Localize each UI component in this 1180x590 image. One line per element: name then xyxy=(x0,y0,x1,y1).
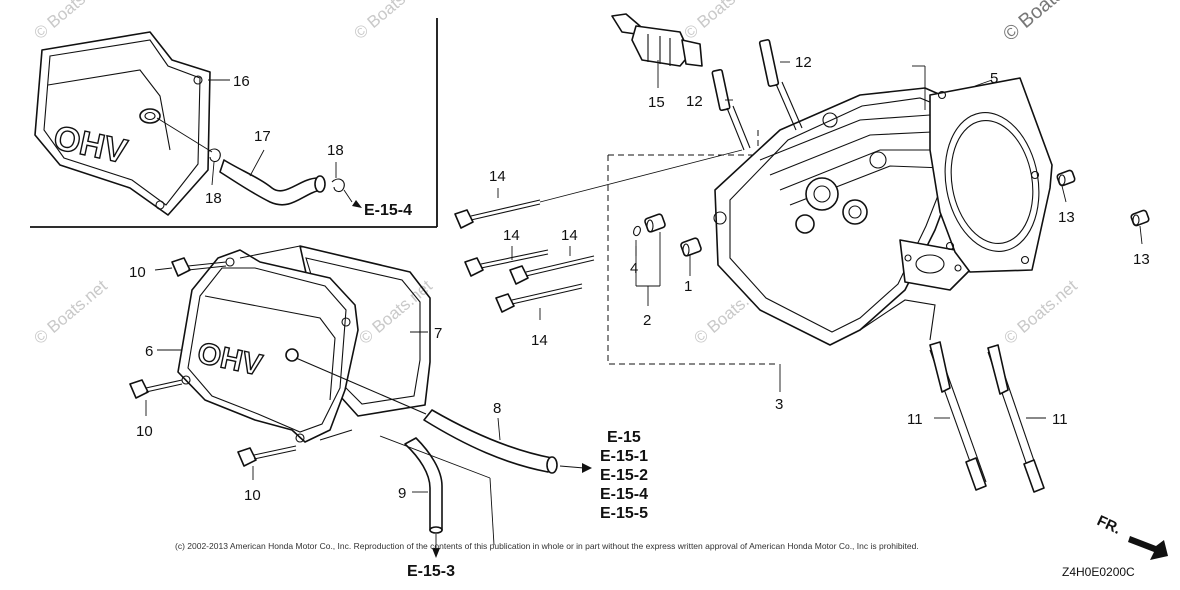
bolt-14-top xyxy=(454,199,541,229)
callout-14: 14 xyxy=(561,227,578,244)
bolt-14-lower xyxy=(495,283,583,313)
callout-16: 16 xyxy=(233,73,250,90)
inset-rocker-cover: OHV xyxy=(34,31,211,216)
spark-plug xyxy=(611,13,703,67)
watermark: © Boats.net xyxy=(1000,276,1081,348)
callout-11: 11 xyxy=(907,411,923,428)
reference-label: E-15-3 xyxy=(407,563,455,580)
reference-label: E-15-5 xyxy=(600,505,648,522)
callout-13: 13 xyxy=(1133,251,1150,268)
callout-7: 7 xyxy=(434,325,442,342)
callout-10: 10 xyxy=(136,423,153,440)
callout-4: 4 xyxy=(630,260,638,277)
front-arrow-label: FR. xyxy=(1094,512,1123,538)
callout-5: 5 xyxy=(990,70,998,87)
watermark: © Boats.net xyxy=(30,0,111,43)
callout-3: 3 xyxy=(775,396,783,413)
stud-11-left xyxy=(929,341,987,491)
callout-17: 17 xyxy=(254,128,271,145)
stud-11-right xyxy=(987,344,1045,493)
bolt-10-bottom xyxy=(237,445,297,467)
watermark: © Boats.net xyxy=(680,0,761,43)
reference-label: E-15-4 xyxy=(364,202,412,219)
callout-11: 11 xyxy=(1052,411,1068,428)
head-gasket xyxy=(929,77,1053,273)
callout-15: 15 xyxy=(648,94,665,111)
watermark: © Boats.net xyxy=(350,0,431,43)
stud-12-left xyxy=(711,68,751,151)
inset-box xyxy=(30,18,438,228)
callout-9: 9 xyxy=(398,485,406,502)
bolt-14-mid-left xyxy=(464,249,549,277)
inset-breather-tube xyxy=(219,159,326,206)
callout-14: 14 xyxy=(489,168,506,185)
bolt-14-mid-right xyxy=(509,255,595,285)
callout-18: 18 xyxy=(205,190,222,207)
leader-lines xyxy=(145,60,1143,493)
rocker-cover: OHV xyxy=(177,249,359,443)
reference-labels: E-15-4 E-15-3 E-15 E-15-1 E-15-2 E-15-4 … xyxy=(364,202,648,580)
ref-arrow-stack xyxy=(559,463,592,473)
clip-4 xyxy=(633,225,641,237)
dowel-pin-2 xyxy=(644,213,666,233)
bolt-10-mid xyxy=(129,379,183,399)
dowel-13-left xyxy=(1056,169,1076,187)
bolt-10-top xyxy=(171,257,227,277)
callout-14: 14 xyxy=(531,332,548,349)
callout-8: 8 xyxy=(493,400,501,417)
callout-13: 13 xyxy=(1058,209,1075,226)
ref-arrow-inset xyxy=(352,200,362,208)
watermark: © Boats.net xyxy=(999,0,1094,46)
dowel-13-right xyxy=(1130,209,1150,227)
stud-12-right xyxy=(758,39,803,131)
reference-label: E-15-4 xyxy=(600,486,648,503)
inset-clip xyxy=(331,178,345,193)
callout-10: 10 xyxy=(129,264,146,281)
inset-clip xyxy=(207,148,221,163)
ref-arrow-bottom xyxy=(432,548,440,558)
watermark: © Boats.net xyxy=(30,276,111,348)
callout-12: 12 xyxy=(686,93,703,110)
callout-10: 10 xyxy=(244,487,261,504)
diagram-code: Z4H0E0200C xyxy=(1062,565,1135,579)
callout-labels: 16 17 18 18 12 12 15 5 14 14 14 14 13 13… xyxy=(129,54,1150,504)
reference-label: E-15 xyxy=(607,429,641,446)
callout-2: 2 xyxy=(643,312,651,329)
callout-14: 14 xyxy=(503,227,520,244)
callout-6: 6 xyxy=(145,343,153,360)
front-arrow: FR. xyxy=(1094,512,1168,560)
callout-18: 18 xyxy=(327,142,344,159)
tube-9 xyxy=(404,437,443,534)
reference-label: E-15-2 xyxy=(600,467,648,484)
callout-1: 1 xyxy=(684,278,692,295)
breather-tube xyxy=(295,357,558,474)
reference-label: E-15-1 xyxy=(600,448,648,465)
watermark: © Boats.net xyxy=(355,276,436,348)
dowel-pin-1 xyxy=(680,237,702,257)
copyright-notice: (c) 2002-2013 American Honda Motor Co., … xyxy=(175,541,919,551)
callout-12: 12 xyxy=(795,54,812,71)
